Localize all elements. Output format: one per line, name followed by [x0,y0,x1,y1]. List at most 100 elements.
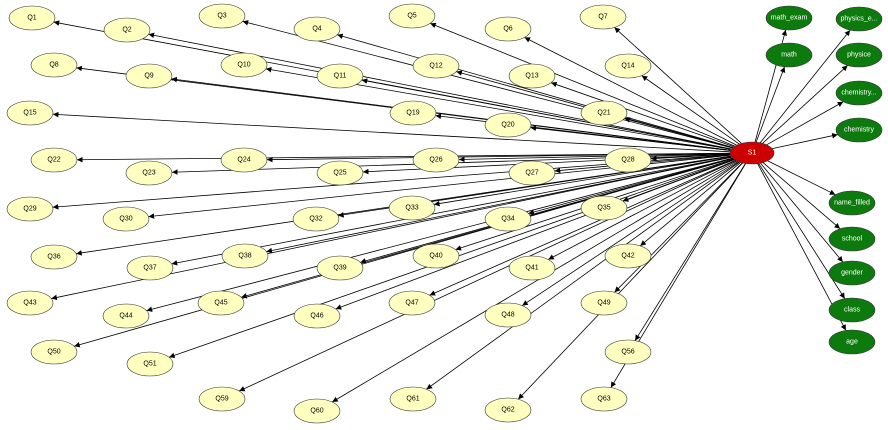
node-Q63[interactable]: Q63 [580,386,628,412]
node-Q38[interactable]: Q38 [221,243,269,269]
node-Q25-shape [316,160,364,186]
node-Q24[interactable]: Q24 [220,147,268,173]
node-class[interactable]: class [828,297,876,323]
node-age-label: age [846,339,858,346]
node-Q29[interactable]: Q29 [6,196,54,222]
node-Q5-shape [388,3,436,29]
node-Q44[interactable]: Q44 [102,303,150,329]
node-Q56[interactable]: Q56 [604,339,652,365]
node-Q27[interactable]: Q27 [508,160,556,186]
node-Q36-label: Q36 [47,254,60,261]
node-Q32-label: Q32 [309,216,322,223]
node-Q24-shape [220,147,268,173]
node-Q56-label: Q56 [621,349,634,356]
node-chemistry[interactable]: chemistry... [835,80,883,106]
edge-S1-to-Q15 [52,111,731,153]
node-Q50[interactable]: Q50 [30,339,78,365]
node-Q60-label: Q60 [310,408,323,415]
node-Q49-label: Q49 [597,300,610,307]
node-school[interactable]: school [828,226,876,252]
node-Q59-label: Q59 [215,396,228,403]
node-Q45[interactable]: Q45 [197,290,245,316]
node-math[interactable]: math [765,42,813,68]
edge-S1-to-Q33 [433,155,732,207]
node-Q6[interactable]: Q6 [484,16,532,42]
node-Q33[interactable]: Q33 [388,195,436,221]
node-Q36[interactable]: Q36 [30,244,78,270]
node-Q23[interactable]: Q23 [125,160,173,186]
node-Q8[interactable]: Q8 [30,52,78,78]
node-Q37-shape [126,255,174,281]
node-Q30[interactable]: Q30 [102,206,150,232]
node-Q37[interactable]: Q37 [126,255,174,281]
edge-S1-to-Q3 [242,20,733,149]
node-Q40-shape [412,243,460,269]
node-Q24-label: Q24 [237,157,250,164]
node-physice-shape [835,42,883,68]
node-Q61[interactable]: Q61 [389,386,437,412]
node-Q34[interactable]: Q34 [484,206,532,232]
node-math_exam[interactable]: math_exam [765,5,813,31]
node-Q19-label: Q19 [406,110,419,117]
node-Q40[interactable]: Q40 [412,243,460,269]
node-Q59[interactable]: Q59 [198,386,246,412]
node-Q42[interactable]: Q42 [604,243,652,269]
node-Q46[interactable]: Q46 [293,303,341,329]
edge-S1-to-name_filled [767,160,836,196]
node-Q5[interactable]: Q5 [388,3,436,29]
node-Q49[interactable]: Q49 [580,290,628,316]
node-Q62[interactable]: Q62 [484,397,532,423]
node-Q1[interactable]: Q1 [8,5,56,31]
node-Q43[interactable]: Q43 [6,290,54,316]
node-Q2[interactable]: Q2 [103,17,151,43]
node-age[interactable]: age [828,329,876,355]
node-Q60[interactable]: Q60 [293,398,341,424]
node-Q48[interactable]: Q48 [484,302,532,328]
node-physice[interactable]: physice [835,42,883,68]
node-Q10[interactable]: Q10 [220,52,268,78]
node-Q41[interactable]: Q41 [508,255,556,281]
node-Q47[interactable]: Q47 [388,290,436,316]
node-Q14-shape [604,53,652,79]
edge-S1-to-math [755,66,786,143]
node-name_filled[interactable]: name_filled [828,190,876,216]
node-Q28[interactable]: Q28 [604,147,652,173]
node-Q47-label: Q47 [405,300,418,307]
node-Q25[interactable]: Q25 [316,160,364,186]
node-Q21[interactable]: Q21 [580,100,628,126]
node-Q32[interactable]: Q32 [292,206,340,232]
node-Q22[interactable]: Q22 [30,147,78,173]
node-chemistry[interactable]: chemistry [835,117,883,143]
node-Q29-shape [6,196,54,222]
node-class-shape [828,297,876,323]
node-S1[interactable]: S1 [729,141,775,165]
node-Q35[interactable]: Q35 [580,195,628,221]
node-Q13-label: Q13 [525,73,538,80]
node-Q10-label: Q10 [237,62,250,69]
node-Q39[interactable]: Q39 [316,255,364,281]
node-physics_e[interactable]: physics_e... [835,6,883,32]
node-Q19[interactable]: Q19 [389,100,437,126]
edge-S1-to-Q61 [426,161,740,390]
edge-S1-to-Q2 [148,32,732,150]
node-Q35-label: Q35 [597,205,610,212]
node-Q9[interactable]: Q9 [125,63,173,89]
node-Q7[interactable]: Q7 [579,4,627,30]
node-Q14[interactable]: Q14 [604,53,652,79]
node-Q15[interactable]: Q15 [6,100,54,126]
node-Q21-label: Q21 [597,110,610,117]
node-Q26[interactable]: Q26 [412,147,460,173]
node-Q46-shape [293,303,341,329]
node-gender[interactable]: gender [828,260,876,286]
edge-S1-to-Q11 [361,78,732,150]
edge-S1-to-Q46 [335,159,735,310]
edge-S1-to-physice [762,65,848,144]
node-Q51[interactable]: Q51 [126,351,174,377]
node-Q12[interactable]: Q12 [412,53,460,79]
node-Q13[interactable]: Q13 [508,63,556,89]
node-Q50-label: Q50 [47,349,60,356]
node-Q11[interactable]: Q11 [316,63,364,89]
node-Q20[interactable]: Q20 [484,112,532,138]
node-Q4[interactable]: Q4 [293,16,341,42]
node-Q3[interactable]: Q3 [198,3,246,29]
